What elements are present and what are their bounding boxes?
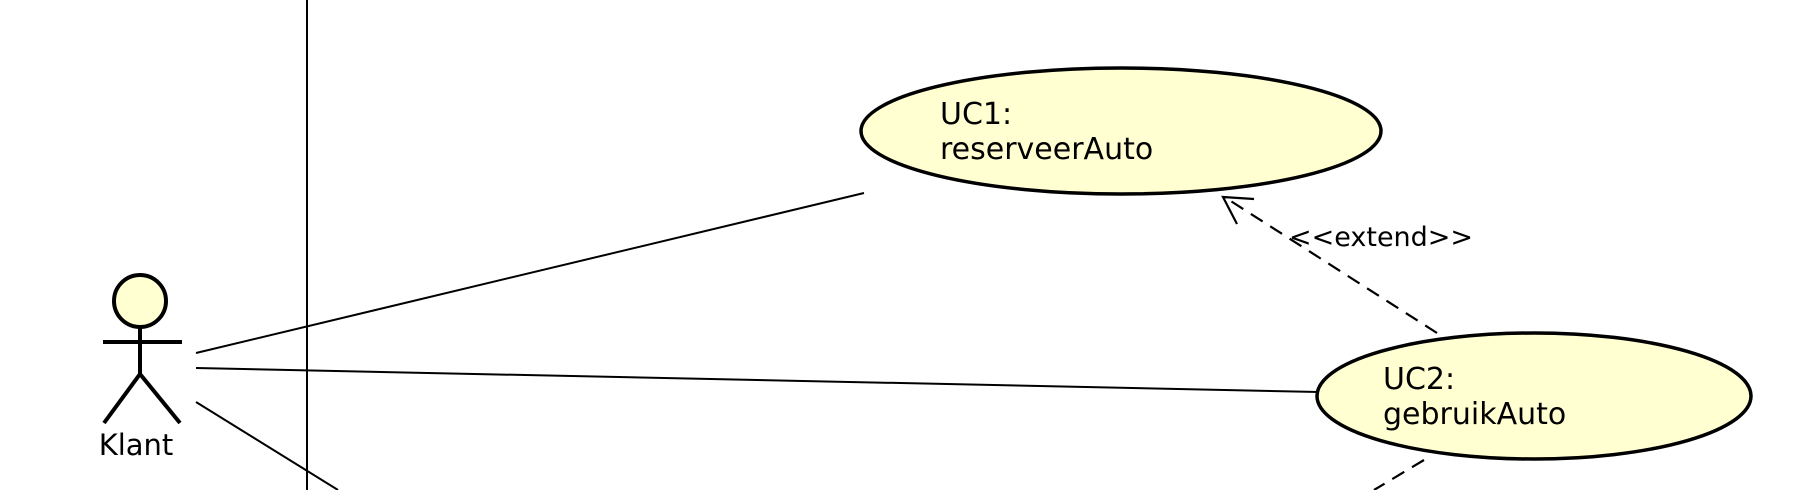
extend-relation-offscreen-line — [1373, 459, 1425, 490]
association-klant-offscreen — [195, 401, 339, 490]
actor-klant[interactable]: Klant — [99, 273, 182, 462]
use-case-ellipse — [1315, 331, 1753, 461]
use-case-name: gebruikAuto — [1383, 397, 1566, 432]
association-klant-gebruikauto — [195, 367, 1320, 393]
extend-stereotype-label: <<extend>> — [1289, 222, 1473, 253]
use-case-name: reserveerAuto — [940, 132, 1153, 167]
actor-left-leg — [102, 372, 142, 425]
association-klant-reserveerauto — [195, 192, 865, 354]
use-case-ellipse — [859, 66, 1383, 196]
actor-label: Klant — [99, 428, 174, 462]
actor-right-leg — [138, 372, 182, 425]
use-case-reserveerauto[interactable]: UC1: reserveerAuto — [859, 66, 1383, 196]
extend-arrowhead — [1221, 195, 1255, 225]
use-case-gebruikauto[interactable]: UC2: gebruikAuto — [1315, 331, 1753, 461]
extend-relation-line — [1225, 197, 1438, 334]
use-case-id: UC1: — [940, 97, 1012, 132]
use-case-id: UC2: — [1383, 362, 1455, 397]
actor-head — [112, 273, 168, 329]
